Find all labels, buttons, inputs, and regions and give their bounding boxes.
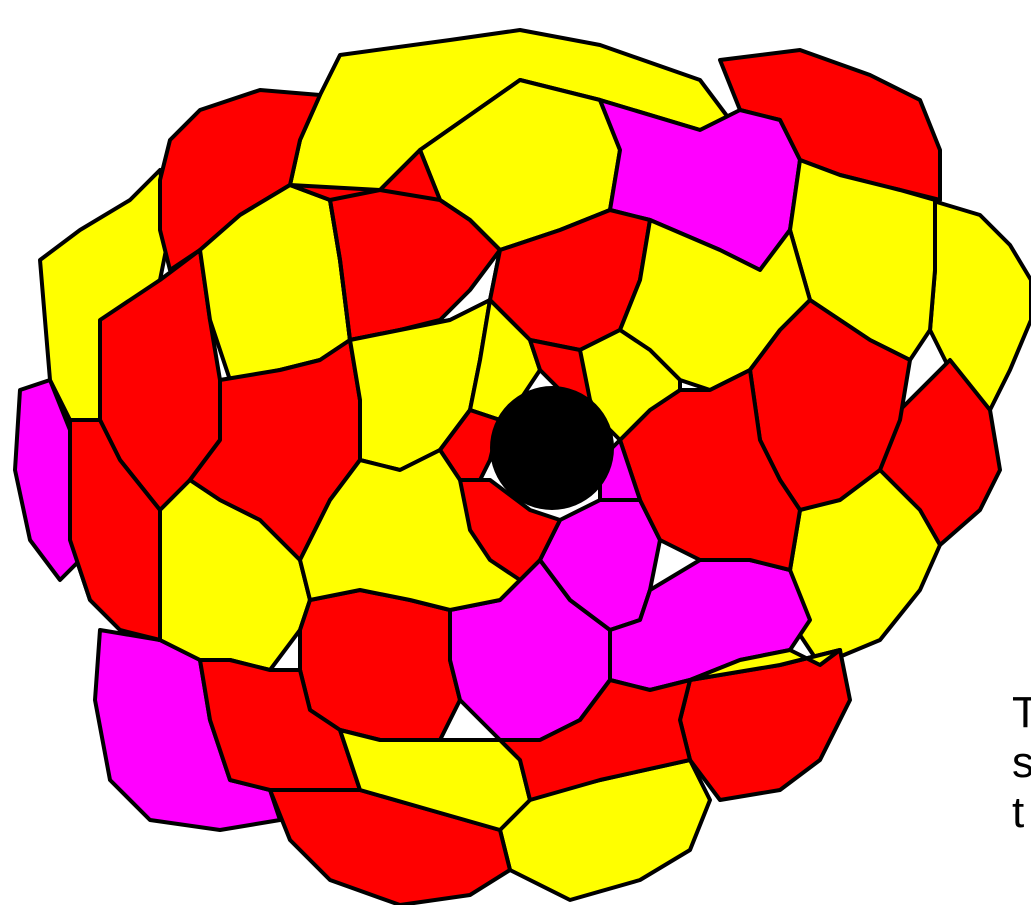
side-text-line-1: T — [1012, 688, 1031, 738]
center-disc — [490, 386, 614, 510]
side-text-line-2: s — [1012, 738, 1031, 788]
side-text: T s t — [1012, 688, 1031, 838]
side-text-line-3: t — [1012, 788, 1031, 838]
